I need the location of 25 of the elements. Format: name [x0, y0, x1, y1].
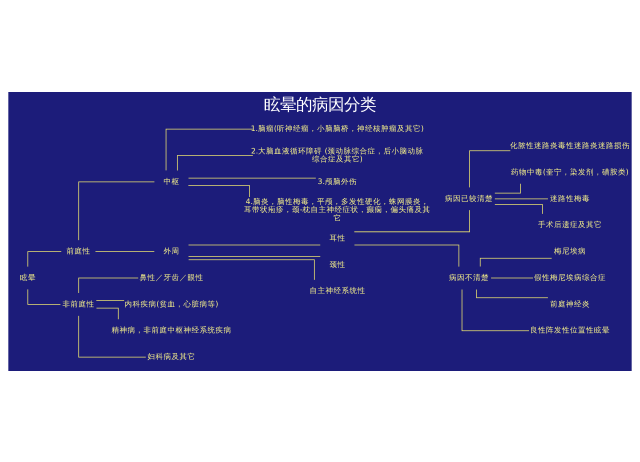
- connector: [480, 257, 552, 266]
- connector: [166, 128, 254, 170]
- connector: [176, 154, 254, 170]
- connector: [494, 198, 548, 199]
- connector: [462, 288, 530, 331]
- connector: [27, 288, 61, 304]
- connector: [96, 307, 119, 320]
- connector: [188, 244, 321, 245]
- connector: [95, 250, 155, 252]
- connector: [78, 180, 155, 240]
- connector: [188, 184, 250, 197]
- connector: [490, 277, 534, 278]
- connector: [78, 277, 139, 293]
- diagram-title: 眩晕的病因分类: [264, 94, 376, 114]
- connector: [494, 204, 543, 214]
- connector: [476, 288, 548, 298]
- connector: [188, 177, 316, 178]
- connector: [188, 258, 315, 280]
- connector: [494, 182, 521, 194]
- connector: [354, 209, 470, 232]
- connector: [78, 314, 146, 358]
- connector: [354, 244, 460, 267]
- connector: [188, 256, 321, 257]
- connector: [469, 150, 511, 188]
- connector: [27, 250, 62, 267]
